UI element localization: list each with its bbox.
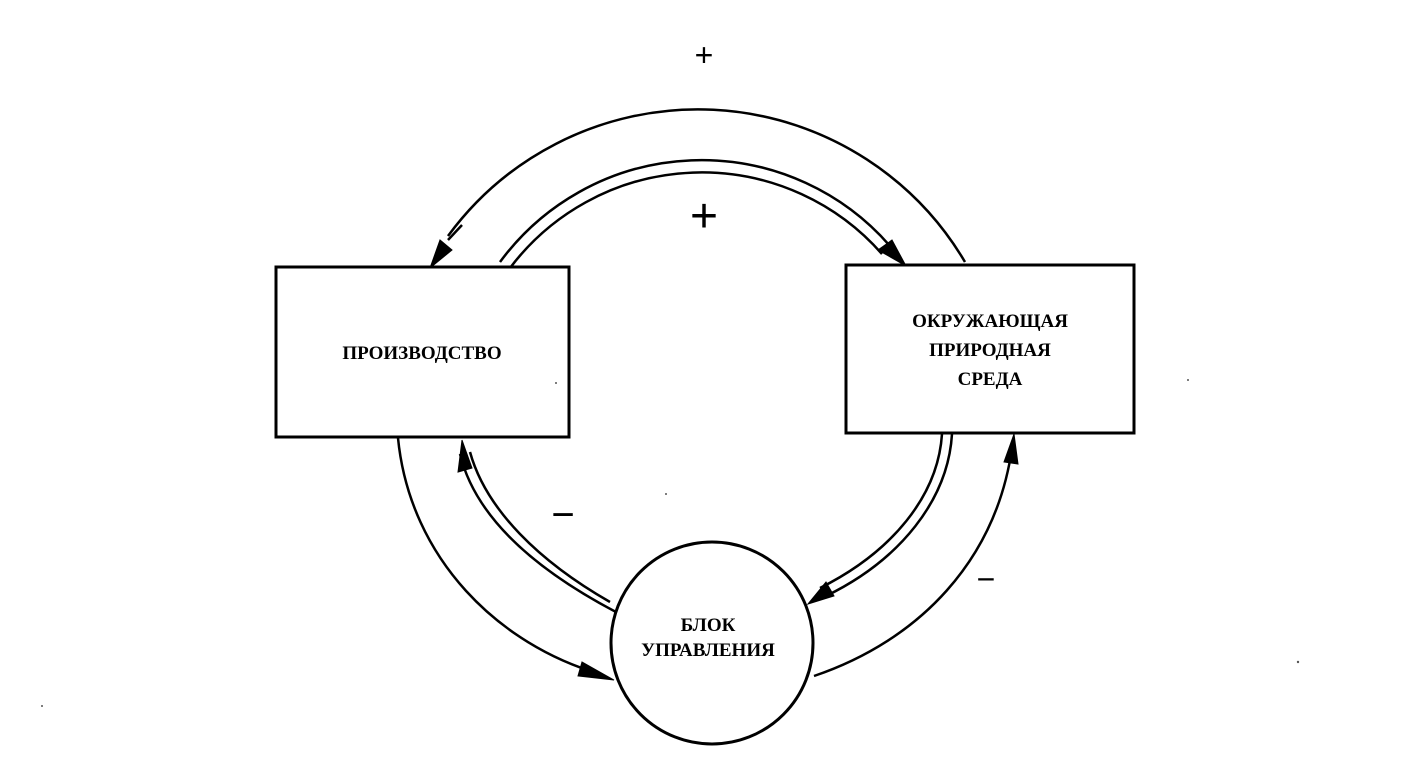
outer-right-minus-sign: − bbox=[977, 561, 996, 597]
inner-left-minus-sign: − bbox=[551, 493, 574, 537]
outer-positive-loop-dash bbox=[447, 224, 463, 241]
control-to-production-outer-line bbox=[458, 453, 617, 614]
production-label: ПРОИЗВОДСТВО bbox=[342, 343, 501, 364]
environment-label-line-1: ОКРУЖАЮЩАЯ bbox=[912, 311, 1068, 332]
scan-speck bbox=[1296, 660, 1300, 664]
outer-negative-left-arrow-head bbox=[577, 661, 615, 681]
control-node: БЛОК УПРАВЛЕНИЯ bbox=[609, 540, 815, 746]
control-label-line-2: УПРАВЛЕНИЯ bbox=[641, 640, 775, 661]
scan-speck bbox=[41, 705, 43, 707]
environment-to-control-outer-line bbox=[825, 433, 954, 598]
environment-to-control-arrow-head bbox=[806, 581, 835, 605]
environment-node: ОКРУЖАЮЩАЯ ПРИРОДНАЯ СРЕДА bbox=[844, 263, 1136, 435]
control-to-production-arrow-head bbox=[457, 439, 473, 473]
outer-negative-loop-left bbox=[396, 437, 601, 676]
environment-label-line-3: СРЕДА bbox=[958, 369, 1023, 390]
control-to-production-inner-line bbox=[468, 451, 611, 604]
environment-label-line-2: ПРИРОДНАЯ bbox=[929, 340, 1051, 361]
scan-speck bbox=[665, 493, 667, 495]
inner-top-plus-sign: + bbox=[690, 190, 718, 243]
scan-speck bbox=[555, 382, 557, 384]
inner-positive-arrow-head bbox=[877, 239, 908, 268]
outer-positive-loop bbox=[446, 108, 967, 263]
scan-speck bbox=[1187, 379, 1189, 381]
environment-to-control-inner-line bbox=[819, 433, 944, 590]
inner-positive-loop-outer-line bbox=[498, 158, 891, 263]
outer-positive-arrow-head bbox=[428, 239, 453, 270]
production-node: ПРОИЗВОДСТВО bbox=[274, 265, 571, 439]
inner-positive-loop-inner-line bbox=[509, 171, 883, 269]
outer-negative-right-arrow-head bbox=[1003, 433, 1019, 465]
outer-negative-loop-right bbox=[813, 447, 1014, 678]
outer-top-plus-sign: + bbox=[695, 37, 714, 73]
control-label-line-1: БЛОК bbox=[681, 615, 736, 636]
